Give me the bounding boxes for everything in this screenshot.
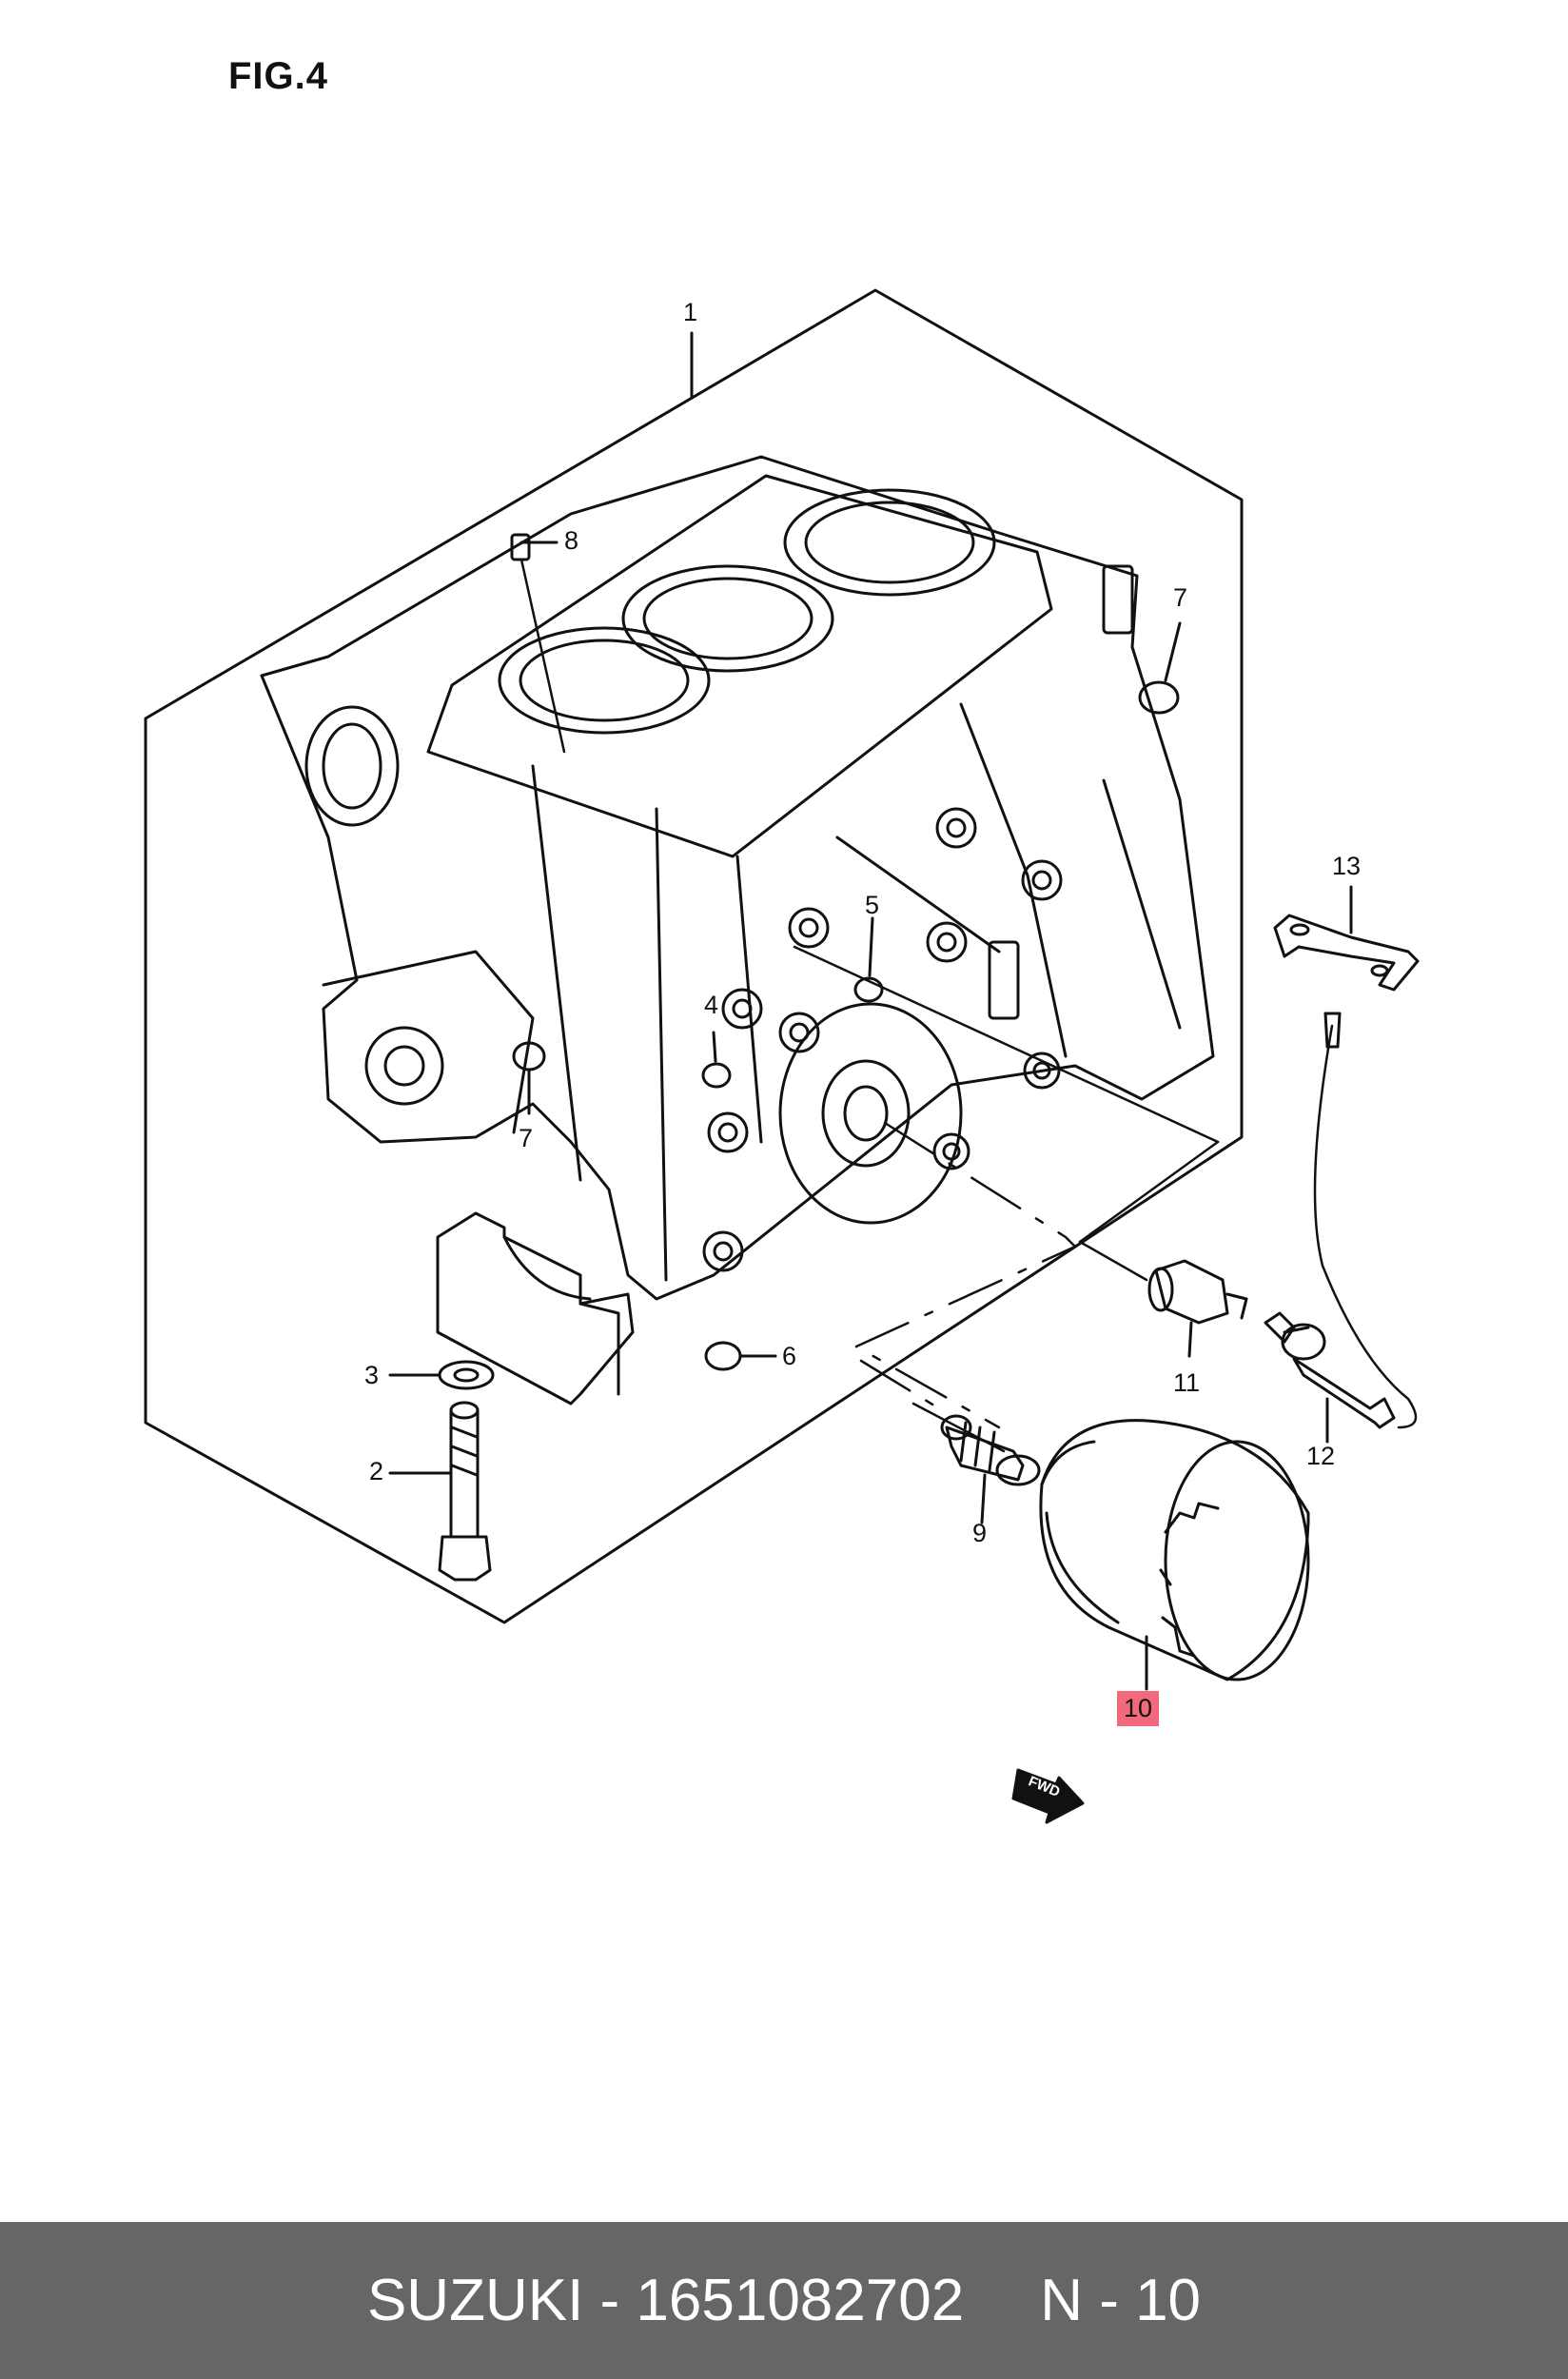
part-7-left-plug xyxy=(512,1041,546,1115)
callout-5: 5 xyxy=(865,891,880,919)
callout-13: 13 xyxy=(1332,852,1362,880)
fwd-arrow: FWD xyxy=(1011,1768,1085,1824)
part-11-oil-pressure-switch xyxy=(1147,1259,1248,1358)
callout-4: 4 xyxy=(704,991,719,1019)
callout-12: 12 xyxy=(1306,1442,1336,1470)
part-2-bolt xyxy=(388,1401,492,1582)
part-12-sensor xyxy=(1264,1012,1418,1444)
callout-6: 6 xyxy=(782,1342,797,1370)
part-8-plug xyxy=(510,533,566,754)
figure-title: FIG.4 xyxy=(228,55,329,97)
part-4-plug xyxy=(701,1031,732,1089)
footer-position: N - 10 xyxy=(1040,2268,1202,2333)
part-10-oil-filter xyxy=(1039,1419,1310,1691)
footer-part-info: SUZUKI - 1651082702 xyxy=(366,2268,965,2333)
callout-8: 8 xyxy=(564,526,579,555)
part-13-bracket xyxy=(1273,885,1420,992)
bearing-cap xyxy=(436,1211,635,1406)
part-9-stud xyxy=(940,1414,1041,1524)
callout-1: 1 xyxy=(683,298,698,326)
exploded-parts-diagram: FWD xyxy=(144,288,1420,1824)
leader-lines xyxy=(793,945,1220,1453)
callout-3: 3 xyxy=(364,1361,380,1389)
callout-11: 11 xyxy=(1173,1368,1201,1397)
footer-bar: SUZUKI - 1651082702 N - 10 xyxy=(0,2222,1568,2379)
part-3-washer xyxy=(388,1360,495,1390)
assembly-boundary xyxy=(144,288,1244,1624)
callout-9: 9 xyxy=(972,1519,988,1547)
part-6-plug xyxy=(704,1341,777,1371)
part-7-right-plug xyxy=(1138,621,1182,715)
callout-2: 2 xyxy=(369,1457,384,1485)
part-5-plug xyxy=(853,916,884,1003)
callout-10-highlighted: 10 xyxy=(1117,1691,1160,1726)
cylinder-block xyxy=(260,455,1215,1301)
callout-7-right: 7 xyxy=(1173,583,1188,612)
callout-7-left: 7 xyxy=(519,1124,534,1152)
